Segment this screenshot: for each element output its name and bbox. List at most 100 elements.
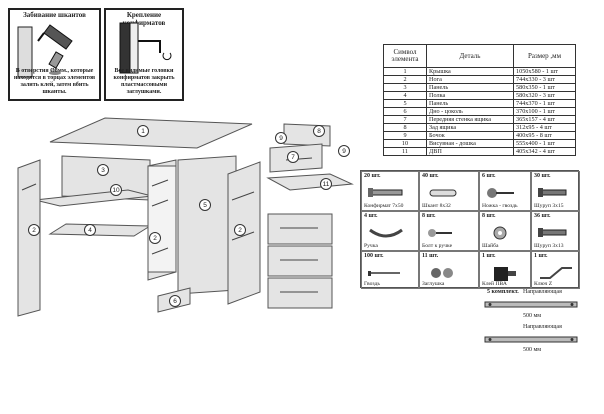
dowel-icon <box>429 189 457 197</box>
guide-top-length: 500 мм <box>523 313 542 319</box>
glue-icon <box>494 267 516 281</box>
guides-quantity: 5 комплект. <box>487 289 519 295</box>
hardware-item: 100 шт. Гвоздь <box>361 251 419 289</box>
cell-part: Полка <box>426 91 514 100</box>
part-drawer-2-shape <box>267 213 333 245</box>
hardware-name: Клей ПВА <box>482 281 507 287</box>
dowel-glue-illustration-icon <box>17 24 73 78</box>
cell-part: Нога <box>426 75 514 84</box>
part-drawer-4-shape <box>267 277 333 309</box>
drawer-guide-bottom-icon <box>484 336 578 343</box>
part-label-p2b: 2 <box>149 232 161 244</box>
hardware-item: 40 шт.Шкант 8x32 <box>419 171 479 211</box>
cell-size: 555x400 - 1 шт <box>513 139 576 148</box>
washer-icon <box>493 226 507 240</box>
hardware-quantity: 4 шт. <box>364 213 378 219</box>
part-shelf-4-shape <box>48 223 152 237</box>
part-label-p8: 8 <box>313 125 325 137</box>
hardware-name: Заглушка <box>422 281 445 287</box>
cell-size: 580x320 - 3 шт <box>513 91 576 100</box>
column-header-size: Размер ,мм <box>513 44 576 68</box>
dowel-instruction-text: В отверстия Ø8мм., которые находятся в т… <box>13 68 96 95</box>
screw-icon <box>538 228 567 237</box>
guide-bottom-title: Направляющая <box>523 324 562 330</box>
cell-size: 365x157 - 4 шт <box>513 115 576 124</box>
cell-part: Панель <box>426 83 514 92</box>
cell-part: ДВП <box>426 147 514 156</box>
part-label-p5: 5 <box>199 199 211 211</box>
cell-part: Бочок <box>426 131 514 140</box>
hardware-name: Ножка - гвоздь <box>482 203 518 209</box>
cell-size: 744x370 - 1 шт <box>513 99 576 108</box>
nail-foot-icon <box>487 188 514 198</box>
cell-part: Панель <box>426 99 514 108</box>
parts-table-header-row: Символ элемента Деталь Размер ,мм <box>383 44 576 68</box>
hardware-name: Шуруп 3x15 <box>534 203 564 209</box>
hardware-name: Гвоздь <box>364 281 380 287</box>
hardware-item: 6 шт. Ножка - гвоздь <box>479 171 531 211</box>
dowel-instruction-title: Забивание шкантов <box>23 11 86 19</box>
part-label-p4: 4 <box>84 224 96 236</box>
hardware-quantity: 30 шт. <box>534 173 551 179</box>
hardware-quantity: 36 шт. <box>534 213 551 219</box>
hardware-item: 30 шт. Шуруп 3x15 <box>531 171 580 211</box>
cell-symbol: 6 <box>383 107 427 116</box>
hardware-name: Конфирмат 7x50 <box>364 203 404 209</box>
cell-part: Крышка <box>426 67 514 76</box>
guide-top-title: Направляющая <box>523 289 562 295</box>
hardware-quantity: 1 шт. <box>534 253 548 259</box>
confirmat-screw-icon <box>368 188 403 197</box>
hardware-name: Шуруп 3x13 <box>534 243 564 249</box>
nail-icon <box>368 271 400 276</box>
hex-key-icon <box>540 267 572 279</box>
confirmat-instruction-text: Все видимые головки конфирматов закрыть … <box>113 68 175 95</box>
part-label-p11: 11 <box>320 178 332 190</box>
hardware-name: Болт к ручке <box>422 243 453 249</box>
column-header-symbol: Символ элемента <box>383 44 427 68</box>
part-panel-5-shape <box>177 155 237 295</box>
hardware-quantity: 11 шт. <box>422 253 439 259</box>
hardware-quantity: 20 шт. <box>364 173 381 179</box>
cell-symbol: 4 <box>383 91 427 100</box>
cell-part: Передняя стенка ящика <box>426 115 514 124</box>
cell-symbol: 5 <box>383 99 427 108</box>
hardware-quantity: 8 шт. <box>482 213 496 219</box>
hardware-name: Ключ Z <box>534 281 553 287</box>
cell-symbol: 11 <box>383 147 427 156</box>
cell-size: 1050x580 - 1 шт <box>513 67 576 76</box>
cell-symbol: 8 <box>383 123 427 132</box>
cell-size: 312x95 - 4 шт <box>513 123 576 132</box>
hardware-item: 8 шт.Шайба <box>479 211 531 251</box>
confirmat-instruction-panel: Крепление конфирматов Все видимые головк… <box>104 8 184 101</box>
cell-size: 405x342 - 4 шт <box>513 147 576 156</box>
cell-symbol: 3 <box>383 83 427 92</box>
part-leg-2-left-shape <box>17 159 41 317</box>
guide-bottom-length: 500 мм <box>523 347 542 353</box>
part-label-p9b: 9 <box>338 145 350 157</box>
part-drawer-1-shape <box>266 173 354 191</box>
cell-part: Дно - цоколь <box>426 107 514 116</box>
screw-icon <box>538 188 567 197</box>
part-label-p10: 10 <box>110 184 122 196</box>
part-label-p6: 6 <box>169 295 181 307</box>
hardware-name: Ручка <box>364 243 378 249</box>
part-drawer-3-shape <box>267 245 333 277</box>
hardware-item: 4 шт. Ручка <box>361 211 419 251</box>
confirmat-fixing-illustration-icon <box>119 22 172 74</box>
hardware-quantity: 100 шт. <box>364 253 384 259</box>
hardware-quantity: 8 шт. <box>422 213 436 219</box>
hardware-item: 20 шт. Конфирмат 7x50 <box>361 171 419 211</box>
column-header-part: Деталь <box>426 44 514 68</box>
cell-symbol: 9 <box>383 131 427 140</box>
hardware-quantity: 6 шт. <box>482 173 496 179</box>
handle-icon <box>369 228 403 238</box>
part-label-p9a: 9 <box>275 132 287 144</box>
